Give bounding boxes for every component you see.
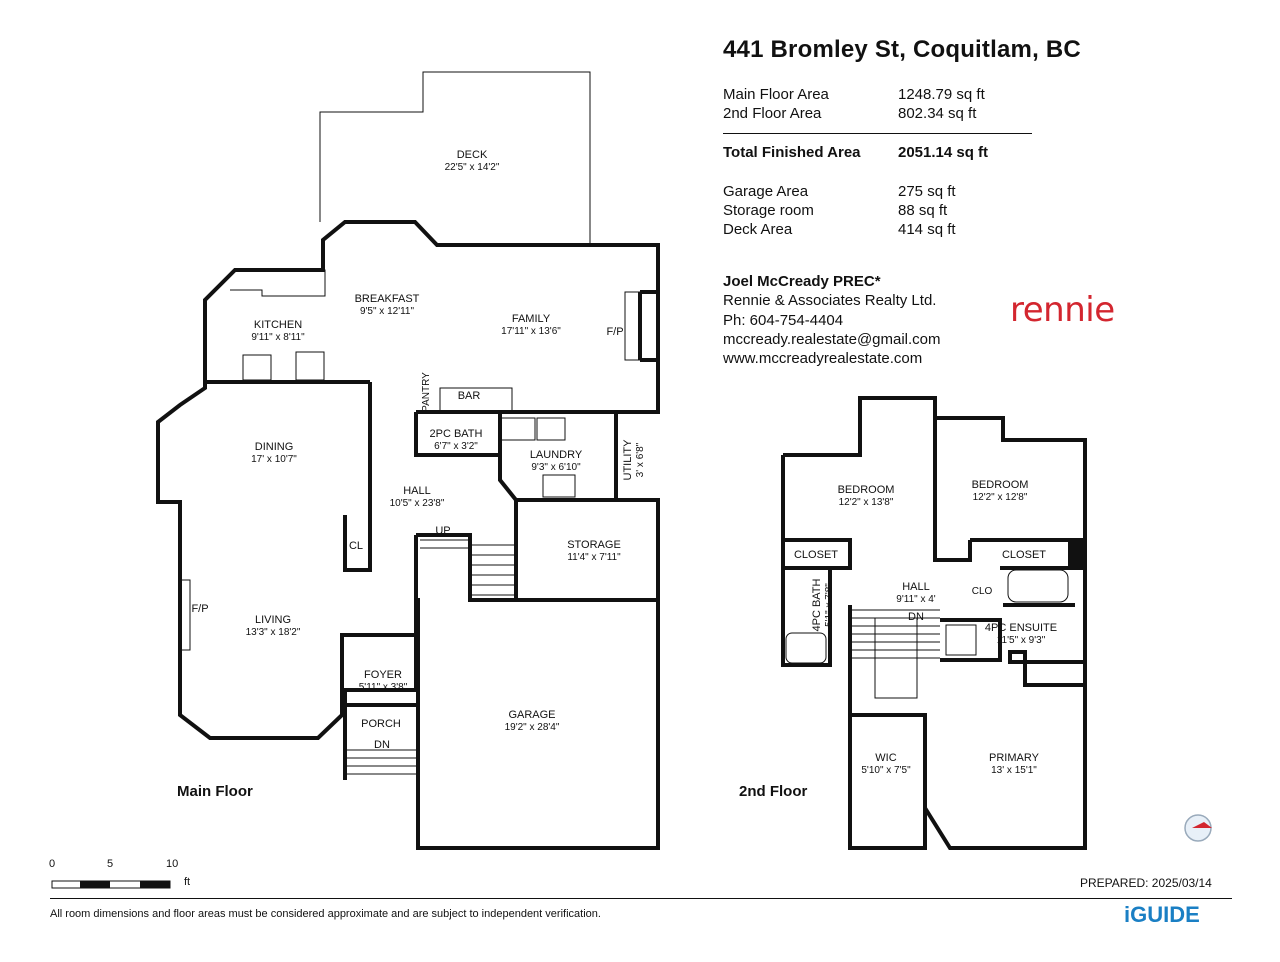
room-name: DINING (255, 441, 294, 453)
room-dimensions: 9'11" x 8'11" (251, 332, 305, 343)
room-dimensions: 17' x 10'7" (251, 454, 297, 465)
main-floor-label: Main Floor (177, 783, 253, 800)
area-label: 2nd Floor Area (723, 105, 822, 122)
scale-bar (51, 880, 171, 889)
area-value: 414 sq ft (898, 221, 956, 238)
room-dimensions: 12'2" x 12'8" (973, 492, 1028, 503)
room-name: HALL (403, 485, 431, 497)
room-name: BEDROOM (838, 484, 895, 496)
total-area-label: Total Finished Area (723, 144, 861, 161)
room-name: UTILITY (622, 439, 634, 481)
room-name: STORAGE (567, 539, 621, 551)
room-dimensions: 9'11" x 4' (896, 594, 936, 605)
area-label: Storage room (723, 202, 814, 219)
agent-phone: Ph: 604-754-4404 (723, 312, 844, 329)
room-name: PRIMARY (989, 752, 1040, 764)
room-name: 4PC BATH (811, 578, 823, 631)
scale-tick: 0 (49, 858, 56, 870)
room-dimensions: 5'1" x 7'8" (824, 583, 835, 627)
room-name: BREAKFAST (355, 293, 420, 305)
area-row: 2nd Floor Area 802.34 sq ft (723, 105, 976, 122)
floor-label: BAR (458, 390, 481, 402)
floor-label: DN (374, 739, 390, 751)
area-value: 1248.79 sq ft (898, 86, 985, 103)
room-name: KITCHEN (254, 319, 302, 331)
room-dimensions: 10'5" x 23'8" (390, 498, 445, 509)
room-name: LAUNDRY (530, 449, 583, 461)
area-label: Garage Area (723, 183, 809, 200)
property-title: 441 Bromley St, Coquitlam, BC (723, 36, 1081, 63)
room-name: LIVING (255, 614, 291, 626)
room-dimensions: 13' x 15'1" (991, 765, 1037, 776)
total-area-value: 2051.14 sq ft (898, 144, 989, 161)
floor-label: F/P (191, 603, 208, 615)
floor-label: PORCH (361, 718, 401, 730)
floor-label: CL (349, 540, 363, 552)
floor-label: UP (435, 525, 450, 537)
room-dimensions: 17'11" x 13'6" (501, 326, 561, 337)
room-dimensions: 11'4" x 7'11" (567, 552, 621, 563)
area-value: 88 sq ft (898, 202, 948, 219)
iguide-logo: iGUIDE (1124, 902, 1200, 927)
room-name: FAMILY (512, 313, 551, 325)
room-dimensions: 22'5" x 14'2" (445, 162, 500, 173)
room-dimensions: 3' x 6'8" (635, 442, 646, 477)
room-dimensions: 19'2" x 28'4" (505, 722, 560, 733)
room-name: HALL (902, 581, 930, 593)
area-row: Garage Area 275 sq ft (723, 183, 956, 200)
room-dimensions: 13'3" x 18'2" (246, 627, 301, 638)
room-name: BEDROOM (972, 479, 1029, 491)
floor-label: CLO (972, 586, 993, 597)
prepared-date: PREPARED: 2025/03/14 (1080, 876, 1212, 890)
agent-company: Rennie & Associates Realty Ltd. (723, 292, 937, 309)
second-floor-label: 2nd Floor (739, 783, 808, 800)
total-area-row: Total Finished Area 2051.14 sq ft (723, 144, 988, 161)
scale-unit: ft (184, 876, 191, 888)
scale-tick: 5 (107, 858, 114, 870)
divider (723, 133, 1032, 134)
area-row: Main Floor Area 1248.79 sq ft (723, 86, 985, 103)
disclaimer: All room dimensions and floor areas must… (50, 908, 601, 920)
room-dimensions: 9'3" x 6'10" (531, 462, 581, 473)
room-name: 4PC ENSUITE (985, 622, 1057, 634)
agent-name: Joel McCready PREC* (723, 273, 881, 290)
scale-tick: 10 (166, 858, 179, 870)
room-dimensions: 5'10" x 7'5" (861, 765, 911, 776)
area-value: 802.34 sq ft (898, 105, 977, 122)
room-name: WIC (875, 752, 896, 764)
room-name: DECK (457, 149, 488, 161)
floor-label: F/P (606, 326, 623, 338)
rennie-logo: rennie (1010, 290, 1115, 330)
floor-label: DN (908, 611, 924, 623)
area-label: Main Floor Area (723, 86, 829, 103)
agent-email[interactable]: mccready.realestate@gmail.com (723, 331, 941, 348)
room-dimensions: 12'2" x 13'8" (839, 497, 894, 508)
room-name: FOYER (364, 669, 402, 681)
room-dimensions: 9'5" x 12'11" (360, 306, 415, 317)
agent-website[interactable]: www.mccreadyrealestate.com (723, 350, 923, 367)
room-dimensions: 5'11" x 3'8" (359, 682, 408, 693)
area-row: Deck Area 414 sq ft (723, 221, 956, 238)
floor-label: CLOSET (794, 549, 838, 561)
room-dimensions: 6'7" x 3'2" (434, 441, 478, 452)
floor-label: PANTRY (421, 372, 432, 412)
room-name: 2PC BATH (430, 428, 483, 440)
area-label: Deck Area (723, 221, 793, 238)
compass-icon (1184, 814, 1212, 842)
room-name: GARAGE (508, 709, 555, 721)
area-value: 275 sq ft (898, 183, 956, 200)
footer-divider (50, 898, 1232, 899)
room-dimensions: 11'5" x 9'3" (997, 635, 1046, 646)
area-row: Storage room 88 sq ft (723, 202, 947, 219)
floor-label: CLOSET (1002, 549, 1046, 561)
